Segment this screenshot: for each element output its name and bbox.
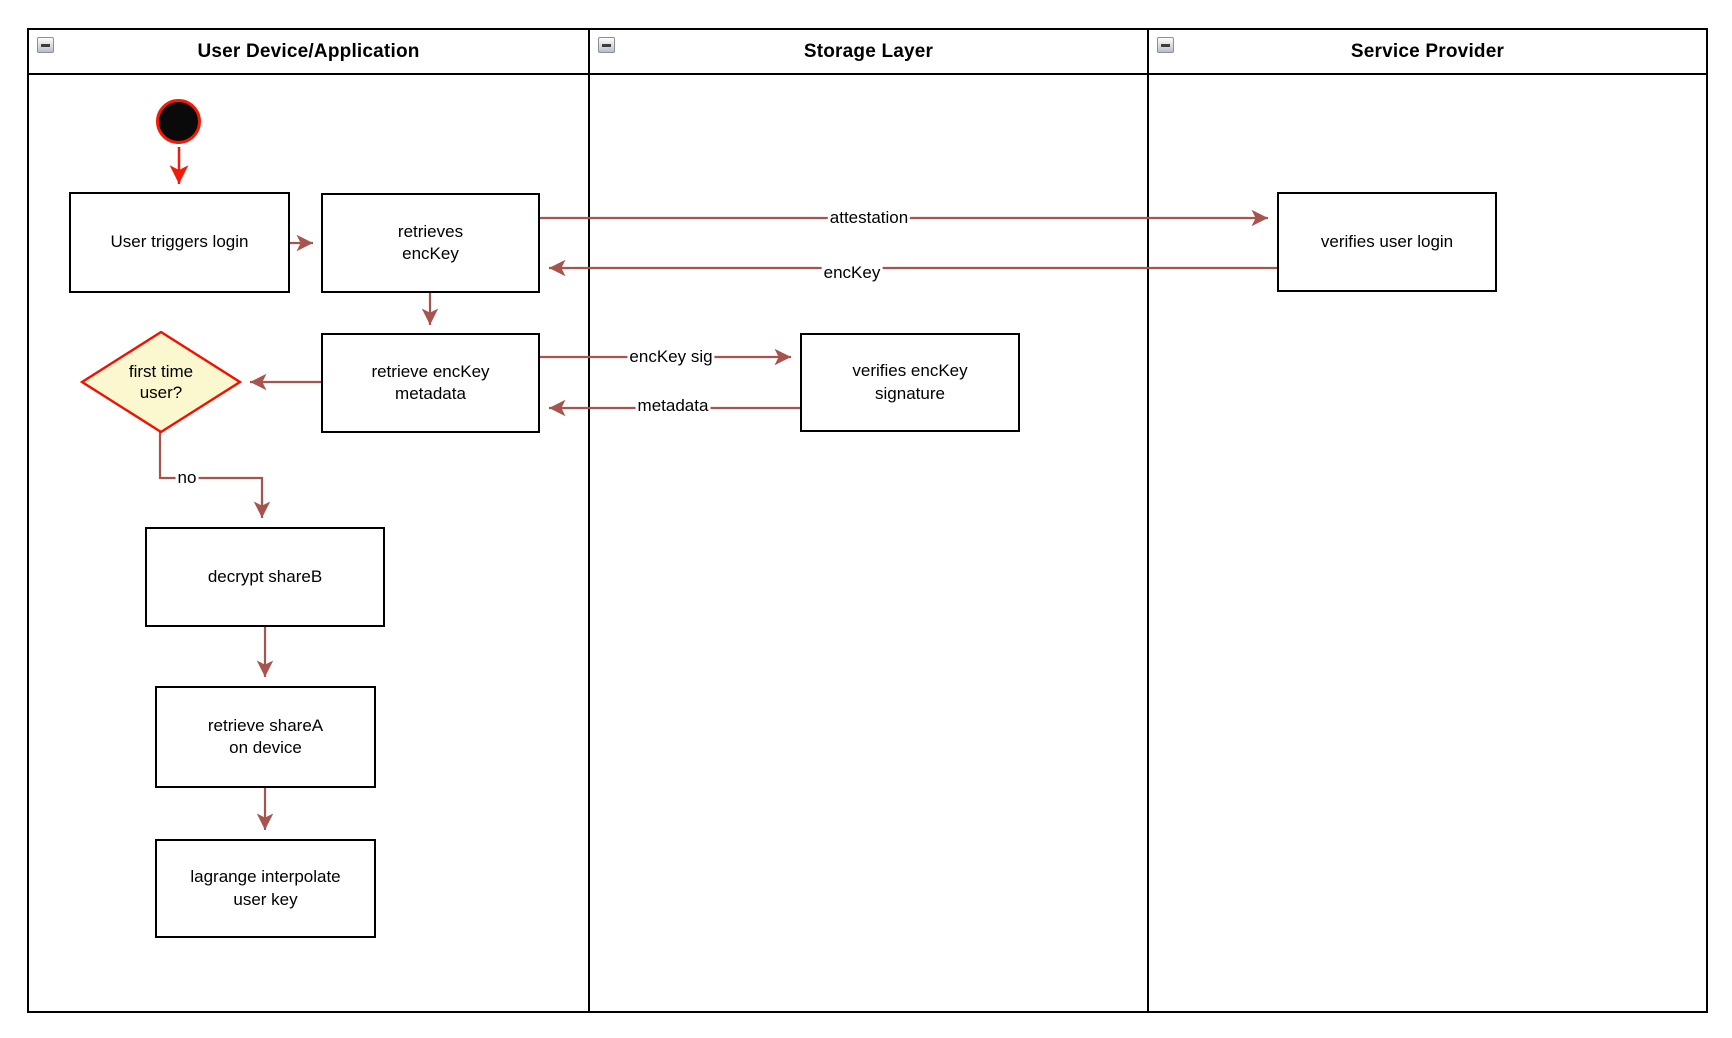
- edge-label-enckey-sig: encKey sig: [627, 347, 715, 367]
- node-verifies-enckey-signature[interactable]: verifies encKey signature: [800, 333, 1020, 432]
- collapse-lane-icon[interactable]: [598, 37, 615, 53]
- lane-header-service-provider: Service Provider: [1149, 30, 1706, 75]
- lane-storage-layer: Storage Layer: [590, 30, 1149, 1011]
- lane-title-storage-layer: Storage Layer: [803, 40, 934, 62]
- lane-header-user-device: User Device/Application: [29, 30, 588, 75]
- node-verifies-user-login[interactable]: verifies user login: [1277, 192, 1497, 292]
- minus-icon: [1161, 43, 1170, 47]
- lane-user-device: User Device/Application: [29, 30, 590, 1011]
- lane-title-service-provider: Service Provider: [1350, 40, 1505, 62]
- decision-first-time-user[interactable]: first time user?: [80, 330, 242, 434]
- node-retrieves-enckey[interactable]: retrieves encKey: [321, 193, 540, 293]
- lane-title-user-device: User Device/Application: [197, 40, 420, 62]
- lane-header-storage-layer: Storage Layer: [590, 30, 1147, 75]
- start-node[interactable]: [156, 99, 201, 144]
- minus-icon: [41, 43, 50, 47]
- decision-label: first time user?: [128, 361, 194, 402]
- diamond-shape: [80, 330, 242, 434]
- collapse-lane-icon[interactable]: [37, 37, 54, 53]
- node-retrieve-sharea-on-device[interactable]: retrieve shareA on device: [155, 686, 376, 788]
- edge-label-attestation: attestation: [827, 208, 911, 228]
- edge-label-no: no: [175, 468, 199, 488]
- edge-label-enckey: encKey: [821, 263, 883, 283]
- node-user-triggers-login[interactable]: User triggers login: [69, 192, 290, 293]
- swimlane-pool: User Device/Application Storage Layer Se…: [27, 28, 1708, 1013]
- collapse-lane-icon[interactable]: [1157, 37, 1174, 53]
- edge-label-metadata: metadata: [635, 396, 711, 416]
- minus-icon: [602, 43, 611, 47]
- node-retrieve-enckey-metadata[interactable]: retrieve encKey metadata: [321, 333, 540, 433]
- node-decrypt-shareb[interactable]: decrypt shareB: [145, 527, 385, 627]
- lane-service-provider: Service Provider: [1149, 30, 1706, 1011]
- node-lagrange-interpolate-user-key[interactable]: lagrange interpolate user key: [155, 839, 376, 938]
